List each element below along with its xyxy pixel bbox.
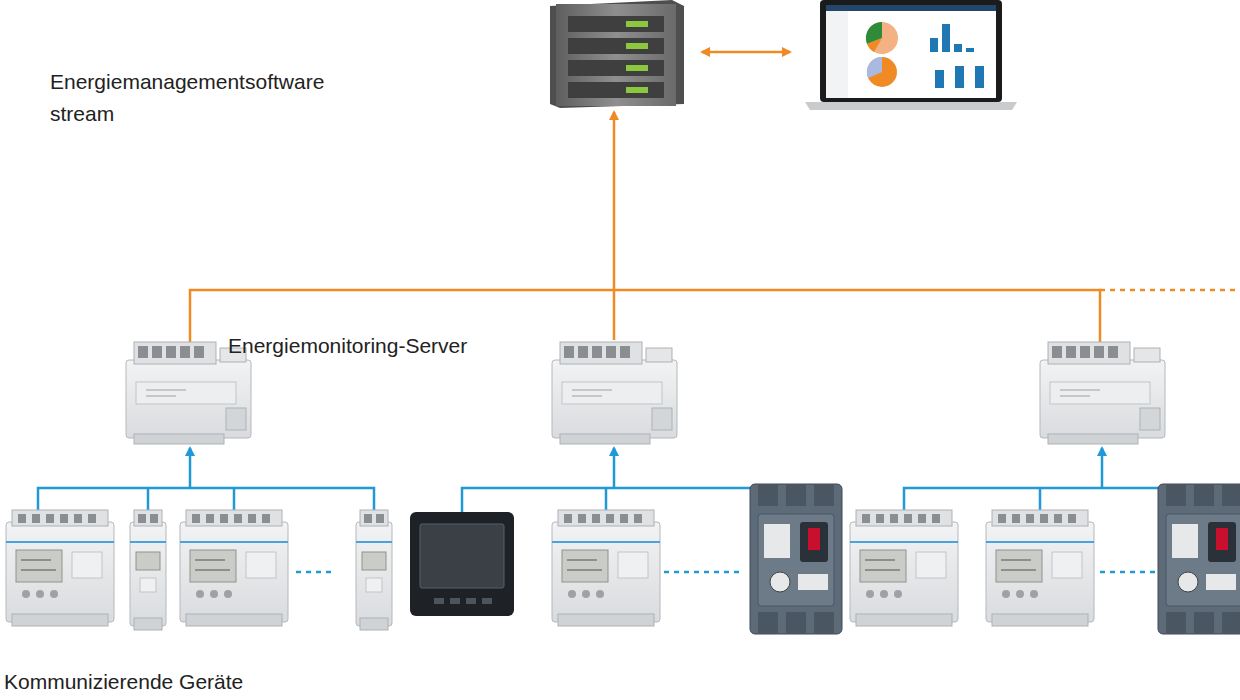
panel-meter	[410, 512, 514, 616]
energy-meter	[552, 510, 660, 626]
server-label: Energiemonitoring-Server	[228, 330, 548, 362]
energy-meter	[356, 510, 392, 630]
energy-meter	[850, 510, 958, 626]
monitoring-server	[1040, 342, 1165, 444]
circuit-breaker	[750, 484, 842, 634]
monitoring-server	[552, 342, 677, 444]
energy-meter	[986, 510, 1094, 626]
circuit-breaker	[1158, 484, 1240, 634]
energy-meter	[180, 510, 288, 626]
monitoring-server	[126, 342, 251, 444]
energy-meter	[6, 510, 114, 626]
server-tower	[550, 0, 684, 108]
software-label: Energiemanagementsoftware stream	[50, 66, 340, 130]
laptop-dashboard	[805, 0, 1017, 110]
devices-label: Kommunizierende Geräte	[4, 666, 404, 698]
energy-meter	[130, 510, 166, 630]
orange-network-lines	[190, 52, 1240, 342]
